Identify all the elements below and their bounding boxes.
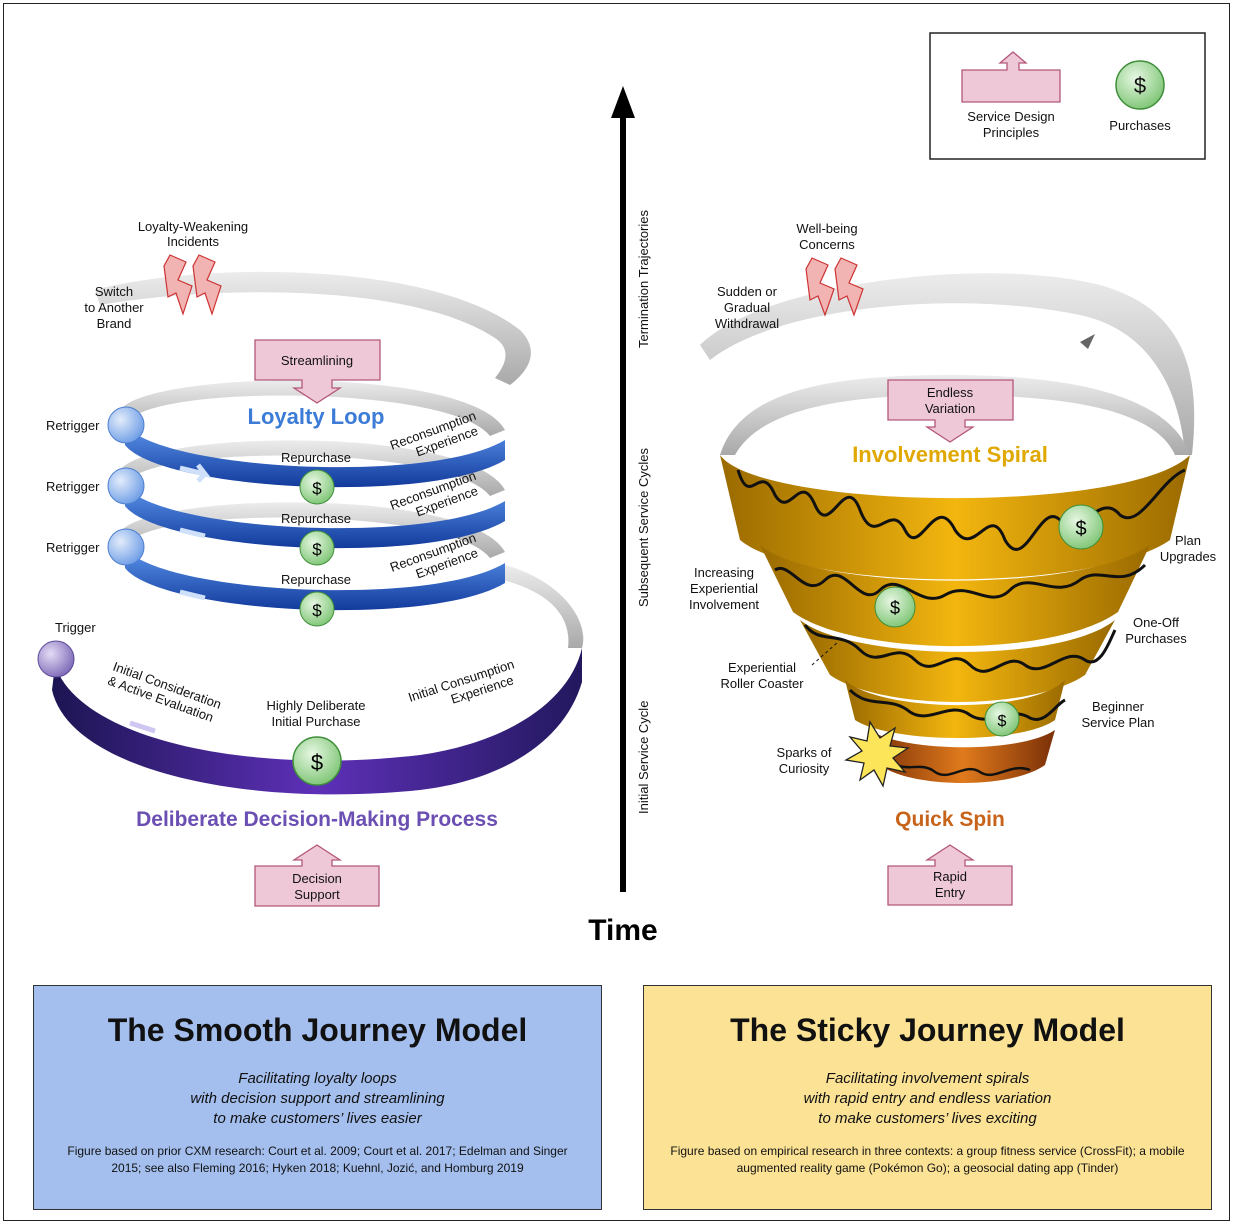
initial-consideration-label: Initial Consideration& Active Evaluation — [106, 659, 224, 726]
repurchase-label: Repurchase — [281, 572, 351, 587]
phase-termination: Termination Trajectories — [636, 210, 651, 348]
purchase-coin: $ — [1058, 504, 1104, 550]
repurchase-coin: $ — [299, 469, 335, 505]
svg-text:$: $ — [312, 479, 322, 498]
time-axis-label: Time — [588, 914, 657, 947]
legend-principle-icon — [961, 51, 1061, 103]
svg-text:$: $ — [1134, 73, 1146, 98]
svg-text:$: $ — [312, 601, 322, 620]
purchase-coin: $ — [984, 701, 1020, 737]
retrigger-label: Retrigger — [46, 479, 100, 494]
lightning-icon — [192, 254, 222, 316]
quick-spin-title: Quick Spin — [895, 808, 1005, 831]
initial-consumption-label: Initial ConsumptionExperience — [406, 656, 520, 719]
repurchase-coin: $ — [299, 530, 335, 566]
repurchase-coin: $ — [299, 591, 335, 627]
smooth-journey-box: The Smooth Journey Model Facilitating lo… — [33, 985, 602, 1210]
lightning-icon — [163, 254, 193, 316]
phase-initial: Initial Service Cycle — [636, 701, 651, 814]
streamlining-principle: Streamlining — [254, 339, 381, 404]
decision-process-title: Deliberate Decision-Making Process — [136, 808, 498, 831]
svg-text:$: $ — [998, 713, 1007, 730]
lightning-icon — [834, 257, 864, 317]
time-axis: Time Initial Service Cycle Subsequent Se… — [588, 86, 658, 947]
svg-text:$: $ — [311, 750, 323, 775]
legend-purchases-label: Purchases — [1109, 118, 1171, 133]
legend-purchase-icon: $ — [1115, 60, 1165, 110]
sparks-icon — [844, 720, 910, 788]
retrigger-label: Retrigger — [46, 540, 100, 555]
smooth-model-subtitle: Facilitating loyalty loops with decision… — [190, 1070, 445, 1127]
initial-purchase-coin: $ — [292, 736, 342, 786]
sticky-journey-box: The Sticky Journey Model Facilitating in… — [643, 985, 1212, 1210]
retrigger-label: Retrigger — [46, 418, 100, 433]
smooth-model-title: The Smooth Journey Model — [107, 1012, 528, 1048]
svg-text:$: $ — [1075, 518, 1086, 540]
repurchase-label: Repurchase — [281, 511, 351, 526]
sticky-model-citation: Figure based on empirical research in th… — [670, 1144, 1185, 1175]
sticky-model-subtitle: Facilitating involvement spirals with ra… — [803, 1070, 1052, 1127]
purchase-coin: $ — [874, 586, 916, 628]
sticky-model-title: The Sticky Journey Model — [730, 1012, 1125, 1048]
figure-frame — [3, 3, 1230, 1221]
phase-subsequent: Subsequent Service Cycles — [636, 448, 651, 607]
involvement-spiral-title: Involvement Spiral — [852, 442, 1048, 467]
trigger-label: Trigger — [55, 620, 96, 635]
svg-text:Streamlining: Streamlining — [281, 353, 353, 368]
lightning-icon — [805, 257, 835, 317]
svg-text:$: $ — [890, 598, 900, 618]
loyalty-loop-title: Loyalty Loop — [248, 404, 385, 429]
repurchase-label: Repurchase — [281, 450, 351, 465]
svg-text:$: $ — [312, 540, 322, 559]
smooth-model-citation: Figure based on prior CXM research: Cour… — [67, 1144, 568, 1175]
